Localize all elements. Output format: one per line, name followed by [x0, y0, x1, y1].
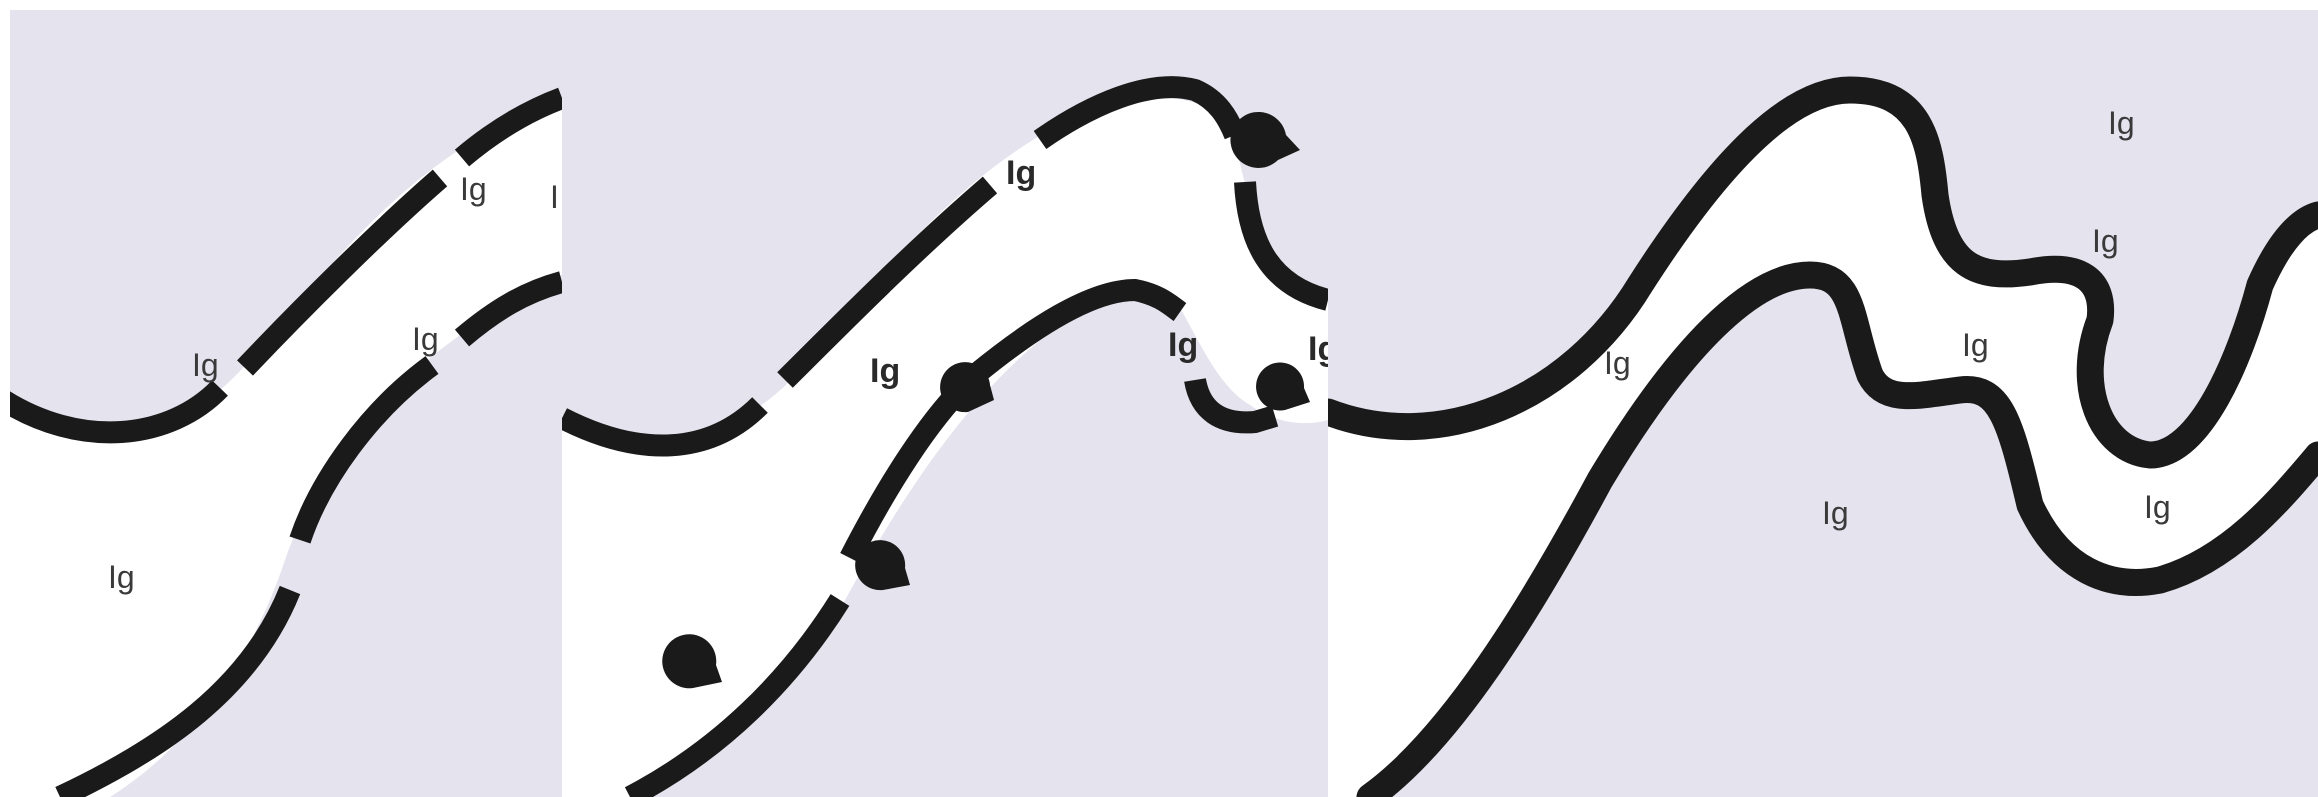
upper-wall-segment — [1033, 76, 1246, 150]
label: Ig — [1962, 327, 1989, 363]
pacman-marker — [662, 634, 722, 689]
upper-wall-segment — [237, 169, 448, 376]
pacman-marker — [1256, 362, 1310, 411]
lower-wall-segment — [55, 585, 301, 797]
label: Ig — [1006, 154, 1036, 192]
pacman-marker — [855, 540, 910, 591]
label: Ig — [2144, 489, 2171, 525]
pacman-marker — [1230, 111, 1300, 168]
lower-wall-segment — [454, 271, 562, 347]
label: Ig — [460, 171, 487, 207]
label: Ig — [1308, 330, 1338, 368]
label: Ig — [1604, 345, 1631, 381]
upper-wall-segment — [777, 176, 998, 388]
channel-fill — [10, 100, 562, 797]
lower-wall — [1356, 261, 2318, 797]
label: Ig — [870, 352, 900, 390]
upper-wall-segment — [1234, 181, 1328, 311]
lower-wall-segment — [968, 278, 1187, 384]
label: Ig — [192, 347, 219, 383]
panel-right: Ig Ig Ig Ig Ig Ig — [1328, 10, 2318, 797]
label: Ig — [412, 321, 439, 357]
pacman-marker — [940, 362, 994, 413]
label: Ig — [1822, 495, 1849, 531]
lower-wall-segment — [624, 594, 850, 797]
upper-wall-segment — [562, 397, 768, 457]
label: I — [550, 179, 559, 215]
label: Ig — [2092, 223, 2119, 259]
upper-wall-segment — [10, 380, 228, 444]
label: Ig — [2108, 105, 2135, 141]
label: Ig — [108, 559, 135, 595]
label: Ig — [1168, 326, 1198, 364]
panel-middle: Ig Ig Ig Ig — [562, 10, 1338, 797]
panel-left: Ig Ig Ig Ig I — [10, 10, 562, 797]
upper-wall-segment — [454, 87, 562, 167]
upper-wall — [1328, 76, 2318, 469]
lower-wall-segment — [289, 356, 439, 544]
channel-fill — [562, 97, 1328, 797]
lower-wall-segment — [1184, 377, 1279, 434]
